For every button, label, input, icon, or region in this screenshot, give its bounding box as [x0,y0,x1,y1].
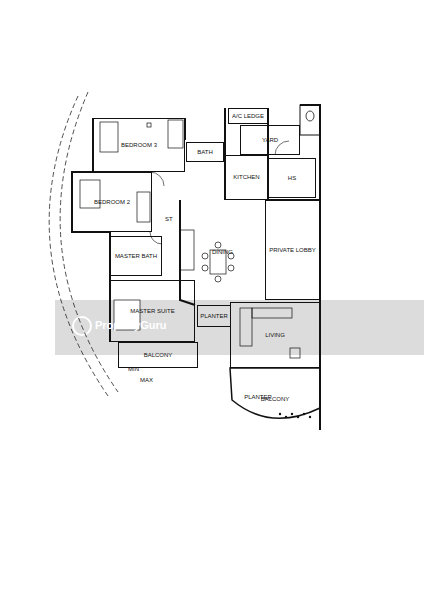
plan-note: MAX [140,377,153,384]
plant-dot [303,413,305,415]
room-name: YARD [262,137,278,144]
outline-arc [49,96,108,396]
sofa-set [240,308,300,358]
plant-dot [279,413,281,415]
room-box: HS [268,158,316,198]
room-box: MASTER SUITE [110,280,195,342]
room-name: LIVING [265,332,285,339]
room-name: PRIVATE LOBBY [269,247,315,254]
room-name: DINING [212,249,233,256]
room-box: PLANTER [197,305,231,327]
room-box: BEDROOM 2 [72,172,152,232]
room-name: PLANTER [244,394,272,401]
walls [72,105,320,430]
room-name: A/C LEDGE [232,113,264,120]
room-box: MASTER BATH [110,236,162,276]
room-name: KITCHEN [233,174,259,181]
plan-note: ST [165,216,173,223]
plant-dot [291,413,293,415]
room-name: PLANTER [200,313,228,320]
toilet [300,105,320,135]
room-name: MASTER BATH [115,253,157,260]
watermark: PropertyGuru [95,319,167,331]
plan-note: MIN [128,366,139,373]
plant-dot [309,416,311,418]
room-box: PLANTER [238,390,278,404]
room-box: BALCONY [118,342,198,368]
room-name: BALCONY [144,352,173,359]
plant-dot [285,416,287,418]
room-name: BEDROOM 2 [94,199,130,206]
balcony-outline [230,368,320,418]
room-box: DINING [180,205,265,300]
room-box: PRIVATE LOBBY [265,200,320,300]
room-box: LIVING [230,302,320,368]
room-box: BEDROOM 3 [93,118,185,172]
room-name: BATH [197,149,213,156]
room-box: BALCONYPLANTER [230,368,320,430]
room-name: HS [288,175,296,182]
room-box: YARD [240,125,300,155]
room-box: KITCHEN [225,155,268,200]
room-box: BATH [186,142,224,162]
room-name: BEDROOM 3 [121,142,157,149]
room-box: A/C LEDGE [228,108,268,124]
dining-set [202,242,234,282]
plant-dot [297,416,299,418]
room-name: MASTER SUITE [130,308,174,315]
